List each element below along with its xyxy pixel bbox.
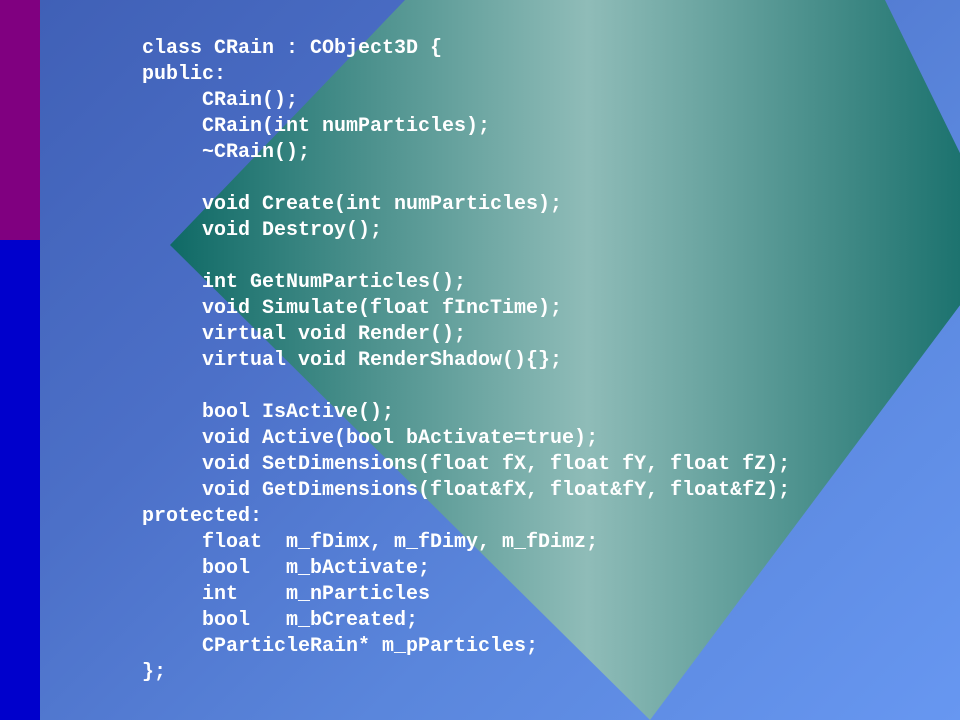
accent-bar-blue (0, 240, 40, 720)
code-line: int m_nParticles (202, 583, 431, 606)
code-line (142, 374, 790, 400)
code-line: protected: (142, 505, 263, 528)
code-line: CParticleRain* m_pParticles; (202, 635, 539, 658)
code-line: void SetDimensions(float fX, float fY, f… (202, 453, 791, 476)
code-line: int GetNumParticles(); (202, 271, 467, 294)
code-line: void Simulate(float fIncTime); (202, 297, 563, 320)
code-line: class CRain : CObject3D { (142, 37, 443, 60)
code-line: void Active(bool bActivate=true); (202, 427, 599, 450)
code-line: bool IsActive(); (202, 401, 395, 424)
code-line: CRain(); (202, 89, 299, 112)
diamond-polygon (170, 0, 960, 720)
code-line: void GetDimensions(float&fX, float&fY, f… (202, 479, 791, 502)
code-line: }; (142, 661, 167, 684)
code-block: class CRain : CObject3D { public: CRain();… (142, 36, 790, 686)
code-line: CRain(int numParticles); (202, 115, 491, 138)
code-line: void Destroy(); (202, 219, 383, 242)
accent-bar-purple (0, 0, 40, 240)
code-line: bool m_bActivate; (202, 557, 431, 580)
code-line (142, 244, 790, 270)
code-line: float m_fDimx, m_fDimy, m_fDimz; (202, 531, 599, 554)
code-line: virtual void RenderShadow(){}; (202, 349, 563, 372)
code-line: virtual void Render(); (202, 323, 467, 346)
code-line: void Create(int numParticles); (202, 193, 563, 216)
code-line: ~CRain(); (202, 141, 311, 164)
code-line (142, 166, 790, 192)
code-line: public: (142, 63, 227, 86)
code-line: bool m_bCreated; (202, 609, 419, 632)
